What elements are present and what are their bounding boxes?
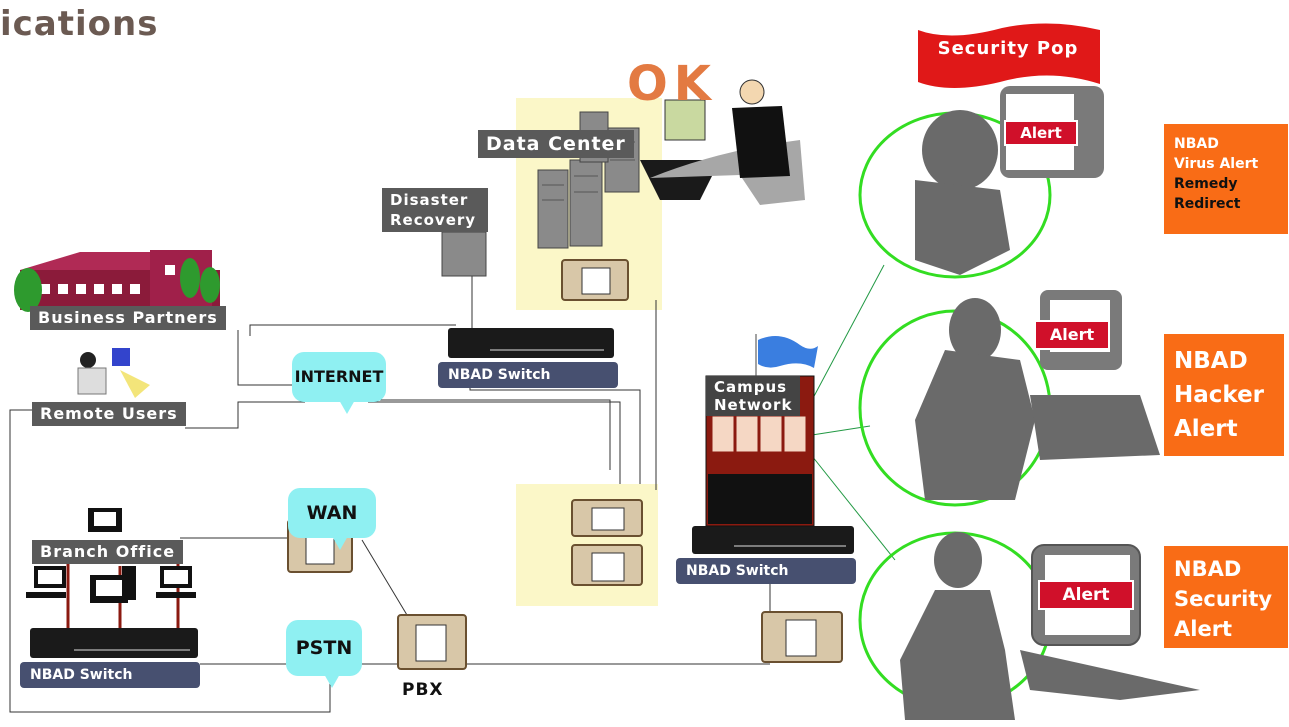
internet-cloud: INTERNET xyxy=(292,352,386,414)
virus-line2: Virus Alert xyxy=(1174,156,1259,172)
alert-screen-2: Alert xyxy=(1034,320,1110,350)
branch-office-label: Branch Office xyxy=(32,540,184,564)
alert-screen-1: Alert xyxy=(1004,120,1078,146)
ok-text: OK xyxy=(627,56,717,112)
virus-line4: Redirect xyxy=(1174,196,1241,212)
hacker-line2: Hacker xyxy=(1174,382,1265,408)
security-line3: Alert xyxy=(1174,617,1233,641)
remote-users-label: Remote Users xyxy=(32,402,186,426)
security-line1: NBAD xyxy=(1174,557,1242,581)
disaster-line1: Disaster xyxy=(390,191,469,209)
campus-line1: Campus xyxy=(714,378,788,396)
alert-screen-3: Alert xyxy=(1038,580,1134,610)
security-alert-box: NBAD Security Alert xyxy=(1164,546,1288,648)
security-line2: Security xyxy=(1174,587,1273,611)
virus-line1: NBAD xyxy=(1174,136,1219,152)
dc-switch-label: NBAD Switch xyxy=(438,362,618,388)
campus-network-label: Campus Network xyxy=(706,376,801,416)
page-title: ications xyxy=(0,4,159,44)
virus-alert-box: NBAD Virus Alert Remedy Redirect xyxy=(1164,124,1288,234)
virus-line3: Remedy xyxy=(1174,176,1238,192)
security-pop-banner: Security Pop xyxy=(937,38,1079,59)
disaster-recovery-label: Disaster Recovery xyxy=(382,188,488,232)
hacker-alert-box: NBAD Hacker Alert xyxy=(1164,334,1284,456)
campus-switch-label: NBAD Switch xyxy=(676,558,856,584)
campus-line2: Network xyxy=(714,396,793,414)
data-center-label: Data Center xyxy=(478,130,634,158)
pbx-label: PBX xyxy=(402,680,444,700)
disaster-line2: Recovery xyxy=(390,211,477,229)
branch-switch-label: NBAD Switch xyxy=(20,662,200,688)
wan-cloud: WAN xyxy=(288,488,376,550)
hacker-line1: NBAD xyxy=(1174,348,1248,374)
hacker-line3: Alert xyxy=(1174,416,1238,442)
pstn-cloud: PSTN xyxy=(286,620,362,688)
business-partners-label: Business Partners xyxy=(30,306,226,330)
